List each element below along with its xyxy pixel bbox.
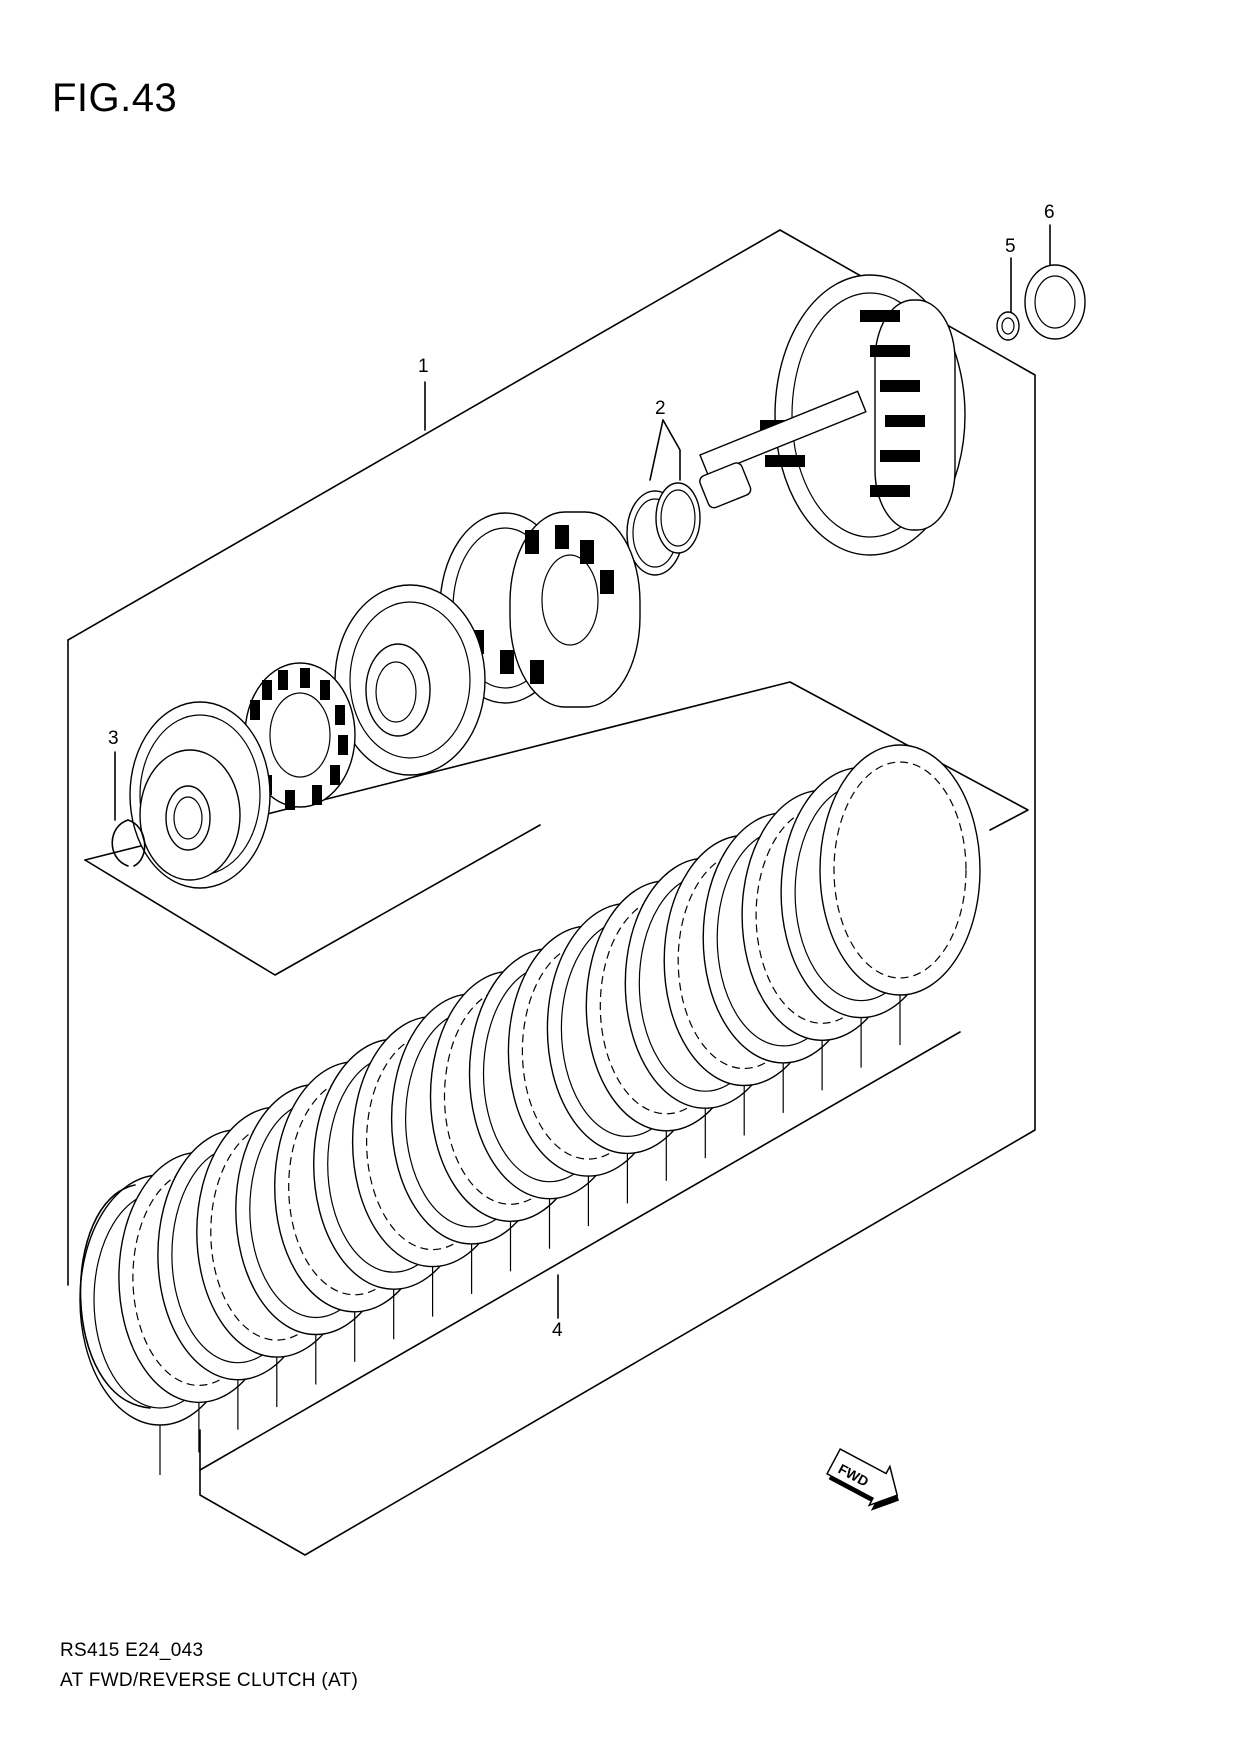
assembly-outline-1 [67, 229, 1036, 1556]
callout-3: 3 [108, 728, 119, 749]
clutch-plate-inner [833, 761, 967, 979]
piston [334, 584, 486, 776]
callout-6: 6 [1044, 202, 1055, 223]
snap-ring-3 [111, 819, 146, 867]
footer-code: RS415 E24_043 [60, 1640, 204, 1661]
retainer-gear [129, 701, 271, 889]
callout-5: 5 [1005, 236, 1016, 257]
footer-caption: AT FWD/REVERSE CLUTCH (AT) [60, 1670, 359, 1691]
leader-lines [114, 224, 1051, 1319]
clutch-plate [819, 744, 981, 996]
callout-2: 2 [655, 398, 666, 419]
fwd-direction-badge: FWD [826, 1448, 899, 1511]
seal-6 [1024, 264, 1086, 340]
clutch-drum [699, 274, 966, 556]
figure-title: FIG.43 [52, 76, 178, 120]
plate-snap-ring [79, 1184, 151, 1409]
clutch-plates-4 [79, 744, 981, 1475]
callout-4: 4 [552, 1320, 563, 1341]
callout-1: 1 [418, 356, 429, 377]
plate-leader-baseline [199, 1031, 961, 1471]
washer-5 [996, 311, 1020, 341]
snap-rings-2 [626, 482, 701, 576]
